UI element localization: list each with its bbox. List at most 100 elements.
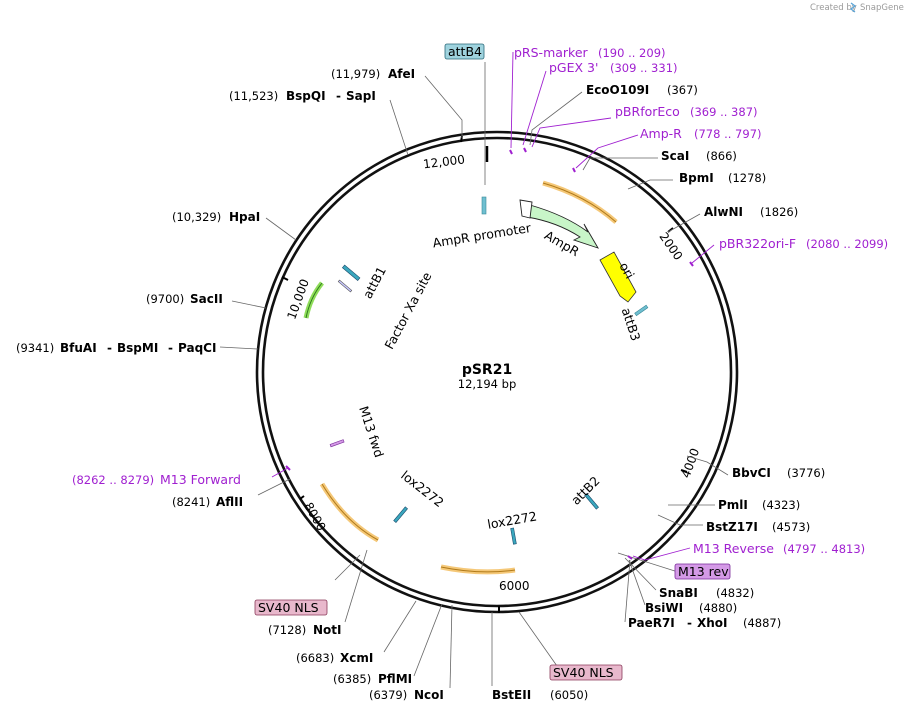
enzyme-bsteii[interactable]: BstEII (6050) — [492, 688, 588, 702]
enzyme-hpai-coord: (10,329) — [172, 210, 221, 224]
feature-pgex3[interactable]: pGEX 3' (309 .. 331) — [549, 60, 678, 75]
orange-feature-left-outline — [321, 483, 379, 541]
enzyme-afei-name: AfeI — [388, 67, 415, 81]
enzyme-ecoo109i-coord: (367) — [667, 83, 698, 97]
enzyme-pmli-coord: (4323) — [762, 498, 800, 512]
sv40-nls-bottom-label: SV40 NLS — [553, 665, 614, 680]
feature-amp-r[interactable]: Amp-R (778 .. 797) — [640, 126, 762, 141]
orange-feature-left[interactable] — [319, 482, 380, 543]
enzyme-pflmi-coord: (6385) — [333, 672, 371, 686]
enzyme-bsteii-name: BstEII — [492, 688, 531, 702]
m13-rev-box[interactable]: M13 rev — [674, 563, 731, 580]
enzyme-afei[interactable]: (11,979) AfeI — [331, 67, 415, 81]
leader-lines — [219, 62, 729, 689]
attb1-feature[interactable] — [341, 264, 361, 281]
feature-pgex3-coord: (309 .. 331) — [610, 61, 678, 75]
m13-rev-label: M13 rev — [678, 564, 729, 579]
enzyme-noti[interactable]: (7128) NotI — [268, 623, 342, 637]
attb4-box[interactable]: attB4 — [444, 43, 485, 60]
enzyme-xhoi-coord: (4887) — [743, 616, 781, 630]
feature-m13-forward[interactable]: (8262 .. 8279) M13 Forward — [72, 472, 241, 487]
sv40-nls-left-label: SV40 NLS — [258, 600, 319, 615]
ori-label: ori — [616, 260, 637, 282]
enzyme-ecoo109i-name: EcoO109I — [586, 83, 649, 97]
enzyme-snabi-coord: (4832) — [716, 586, 754, 600]
attb4-label: attB4 — [448, 44, 482, 59]
enzyme-sacii-coord: (9700) — [146, 292, 184, 306]
attb2-label: attB2 — [568, 473, 603, 508]
feature-amp-r-name: Amp-R — [640, 126, 682, 141]
enzyme-bsiwi-coord: (4880) — [699, 601, 737, 615]
enzyme-paer7i-xhoi[interactable]: PaeR7I - XhoI (4887) — [628, 616, 781, 630]
enzyme-bspqi-coord: (11,523) — [229, 89, 278, 103]
ampr-feature[interactable] — [526, 204, 599, 249]
orange-feature-bottom-outline — [440, 566, 516, 573]
feature-prs-marker[interactable]: pRS-marker (190 .. 209) — [514, 45, 666, 60]
enzyme-pmli-name: PmlI — [718, 498, 748, 512]
enzyme-bstz17i[interactable]: BstZ17I (4573) — [706, 520, 810, 534]
enzyme-pflmi-name: PflMI — [378, 672, 412, 686]
lox2272-left-feature[interactable] — [393, 506, 408, 523]
lox2272-left-label: lox2272 — [398, 468, 447, 511]
feature-pbrforeco[interactable]: pBRforEco (369 .. 387) — [615, 104, 758, 119]
enzyme-ecoo109i[interactable]: EcoO109I (367) — [586, 83, 698, 97]
tick-label-2000: 2000 — [656, 230, 685, 263]
m13-fwd-feature[interactable] — [329, 439, 345, 448]
enzyme-bbvci[interactable]: BbvCI (3776) — [732, 466, 825, 480]
ampr-promoter-feature[interactable] — [481, 196, 487, 215]
feature-pbr322ori-f[interactable]: pBR322ori-F (2080 .. 2099) — [719, 236, 888, 251]
enzyme-scai-coord: (866) — [706, 149, 737, 163]
enzyme-hpai[interactable]: (10,329) HpaI — [172, 210, 260, 224]
enzyme-noti-coord: (7128) — [268, 623, 306, 637]
enzyme-paer7i-name: PaeR7I — [628, 616, 675, 630]
plasmid-name: pSR21 — [462, 362, 512, 378]
enzyme-aflii[interactable]: (8241) AflII — [172, 495, 243, 509]
tick-label-4000: 4000 — [679, 446, 703, 479]
snapgene-logo-icon — [849, 2, 857, 13]
enzyme-bsiwi-name: BsiWI — [645, 601, 683, 615]
enzyme-bpmi[interactable]: BpmI (1278) — [679, 171, 766, 185]
enzyme-scai-name: ScaI — [661, 149, 689, 163]
feature-m13-reverse-name: M13 Reverse — [693, 541, 774, 556]
enzyme-pflmi[interactable]: (6385) PflMI — [333, 672, 412, 686]
enzyme-bfuai-sep1: - — [107, 341, 112, 355]
enzyme-bpmi-name: BpmI — [679, 171, 714, 185]
enzyme-alwni[interactable]: AlwNI (1826) — [704, 205, 798, 219]
enzyme-bstz17i-name: BstZ17I — [706, 520, 758, 534]
enzyme-alwni-coord: (1826) — [760, 205, 798, 219]
enzyme-bsiwi[interactable]: BsiWI (4880) — [645, 601, 737, 615]
ampr-promoter-label: AmpR promoter — [431, 220, 532, 250]
ori-feature[interactable] — [599, 251, 637, 303]
enzyme-snabi-name: SnaBI — [659, 586, 698, 600]
enzyme-bspqi-sapi[interactable]: (11,523) BspQI - SapI — [229, 89, 376, 103]
enzyme-bspqi-name: BspQI — [286, 89, 326, 103]
feature-m13-reverse[interactable]: M13 Reverse (4797 .. 4813) — [693, 541, 865, 556]
attb2-feature[interactable] — [584, 493, 599, 510]
sv40-nls-box-left[interactable]: SV40 NLS — [254, 599, 328, 616]
enzyme-bfuai-name: BfuAI — [60, 341, 97, 355]
factor-xa-feature[interactable] — [337, 279, 353, 293]
feature-amp-r-coord: (778 .. 797) — [694, 127, 762, 141]
enzyme-hpai-name: HpaI — [229, 210, 260, 224]
plasmid-backbone — [255, 130, 739, 614]
enzyme-sacii[interactable]: (9700) SacII — [146, 292, 223, 306]
enzyme-sapi-name: SapI — [346, 89, 376, 103]
enzyme-bbvci-name: BbvCI — [732, 466, 771, 480]
enzyme-alwni-name: AlwNI — [704, 205, 743, 219]
enzyme-scai[interactable]: ScaI (866) — [661, 149, 737, 163]
feature-m13-reverse-coord: (4797 .. 4813) — [783, 542, 865, 556]
sv40-nls-box-bottom[interactable]: SV40 NLS — [549, 664, 623, 681]
enzyme-bsteii-coord: (6050) — [550, 688, 588, 702]
attb1-label: attB1 — [360, 264, 389, 301]
enzyme-ncoi[interactable]: (6379) NcoI — [369, 688, 444, 702]
enzyme-bfuai-bspmi-paqci[interactable]: (9341) BfuAI - BspMI - PaqCI — [16, 341, 216, 355]
snapgene-credit[interactable]: Created by SnapGene — [810, 2, 904, 13]
lox2272-bottom-feature[interactable] — [510, 527, 517, 545]
enzyme-snabi[interactable]: SnaBI (4832) — [659, 586, 754, 600]
enzyme-xcmi[interactable]: (6683) XcmI — [296, 651, 373, 665]
enzyme-paer7i-sep: - — [687, 616, 692, 630]
enzyme-pmli[interactable]: PmlI (4323) — [718, 498, 800, 512]
enzyme-xcmi-coord: (6683) — [296, 651, 334, 665]
attb3-feature[interactable] — [634, 304, 649, 317]
